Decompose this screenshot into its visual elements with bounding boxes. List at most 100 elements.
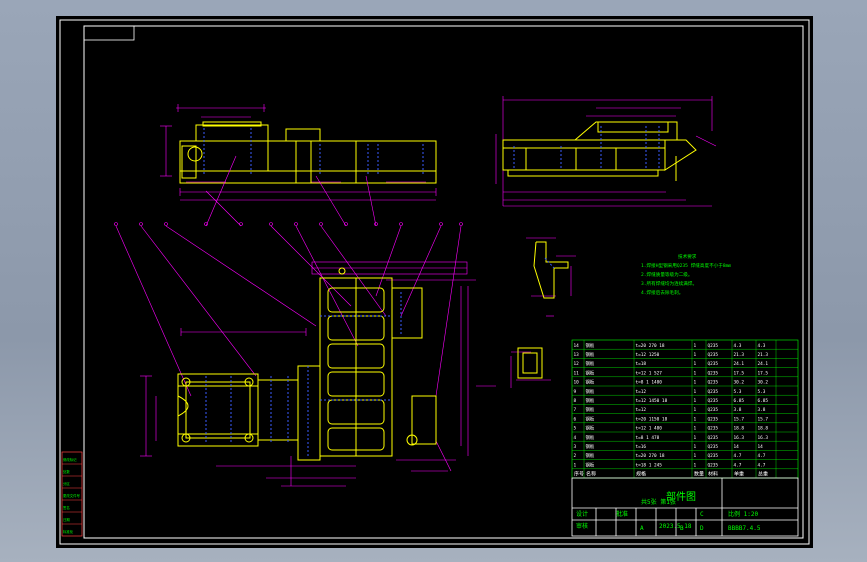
bom-cell: Q235 [708, 380, 719, 386]
strip-label: 标准化 [63, 529, 74, 534]
corner-box [83, 25, 135, 41]
bom-cell: 5.3 [758, 389, 766, 395]
bom-cell: 18.8 [734, 426, 745, 432]
bom-cell: 钢板 [586, 342, 595, 349]
bom-cell: 钢板 [586, 461, 595, 468]
bom-cell: 1 [694, 407, 697, 413]
date-label: 2023.5.18 [659, 523, 692, 530]
strip-label: 分区 [63, 481, 70, 486]
bom-cell: 1 [694, 380, 697, 386]
outer-frame [59, 19, 810, 545]
bom-cell: 30.2 [758, 380, 769, 386]
bom-cell: 钢板 [586, 406, 595, 413]
bom-cell: t=18 [636, 361, 647, 367]
bom-cell: t=20 1150 18 [636, 416, 668, 422]
bom-cell: Q235 [708, 416, 719, 422]
cad-viewport[interactable]: 修改标记处数分区更改文件号签名日期标准化 [56, 16, 813, 548]
plan-view [140, 261, 496, 487]
bom-cell: 24.1 [734, 361, 745, 367]
bom-cell: 钢板 [586, 452, 595, 459]
mark-d: D [700, 525, 704, 532]
bom-cell: Q235 [708, 453, 719, 459]
bom-cell: 17.5 [734, 370, 745, 376]
bom-cell: 3 [574, 444, 577, 450]
bom-cell: 1 [694, 416, 697, 422]
bom-cell: Q235 [708, 361, 719, 367]
bom-header-cell: 名称 [586, 471, 596, 478]
strip-label: 更改文件号 [63, 493, 81, 498]
bom-cell: t=12 1450 18 [636, 398, 668, 404]
bom-cell: 1 [694, 426, 697, 432]
bom-cell: 1 [694, 343, 697, 349]
bom-cell: 钢板 [586, 425, 595, 432]
bom-cell: 16.3 [758, 435, 769, 441]
bom-cell: t=12 [636, 407, 647, 413]
bom-cell: 2 [574, 453, 577, 459]
sheet-label: 共5张 第1张 [641, 498, 676, 506]
bom-header-cell: 序号 [574, 471, 584, 478]
bom-cell: 4.7 [734, 462, 742, 468]
bom-header-cell: 材料 [708, 471, 718, 478]
bom-cell: 1 [574, 462, 577, 468]
bom-cell: 5 [574, 426, 577, 432]
scale-label: 比例 1:20 [728, 510, 758, 518]
bom-cell: 钢板 [586, 415, 595, 422]
note-line: 2.焊缝质量等级为二级。 [641, 271, 692, 278]
note-line: 1.焊接H型钢采用Q235 焊缝高度不小于8mm [641, 262, 731, 269]
bom-cell: 6.85 [734, 398, 745, 404]
bom-cell: t=18 1 245 [636, 462, 663, 468]
mark-c: C [700, 511, 704, 518]
note-line: 3.所有焊缝均为连续满焊。 [641, 280, 697, 287]
bom-cell: t=12 1 480 [636, 426, 663, 432]
bom-cell: 15.7 [734, 416, 745, 422]
bom-cell: Q235 [708, 444, 719, 450]
bom-cell: 3.8 [758, 407, 766, 413]
drawing-title: 部件图 [666, 490, 696, 503]
bom-cell: 8 [574, 398, 577, 404]
bom-cell: 1 [694, 389, 697, 395]
bom-cell: 4.7 [758, 453, 766, 459]
note-line: 技术要求 [678, 253, 697, 260]
strip-label: 签名 [63, 505, 70, 510]
bom-cell: 21.3 [758, 352, 769, 358]
bom-cell: Q235 [708, 462, 719, 468]
bom-cell: Q235 [708, 370, 719, 376]
bom-cell: 7 [574, 407, 577, 413]
technical-notes: 技术要求 1.焊接H型钢采用Q235 焊缝高度不小于8mm 2.焊缝质量等级为二级。… [641, 253, 731, 296]
strip-label: 日期 [63, 517, 70, 522]
bom-cell: 11 [574, 370, 580, 376]
title-block: 部件图 比例 1:20 BBBB7.4.5 设计 审核 批准 共5张 第1张 2… [571, 477, 799, 537]
bom-cell: t=12 [636, 389, 647, 395]
bom-cell: Q235 [708, 407, 719, 413]
bom-cell: t=12 1 527 [636, 370, 663, 376]
bom-cell: 10 [574, 380, 580, 386]
bom-cell: 钢板 [586, 397, 595, 404]
bom-cell: 1 [694, 398, 697, 404]
bom-cell: 3.8 [734, 407, 742, 413]
bom-cell: t=20 270 18 [636, 453, 665, 459]
bom-cell: 4.7 [758, 462, 766, 468]
bom-cell: Q235 [708, 426, 719, 432]
bom-cell: 14 [734, 444, 740, 450]
leader-lines [114, 155, 463, 397]
bom-header-cell: 规格 [636, 471, 646, 478]
bom-cell: Q235 [708, 352, 719, 358]
bom-cell: 21.3 [734, 352, 745, 358]
strip-label: 修改标记 [63, 457, 77, 462]
note-line: 4.焊接后去除毛刺。 [641, 289, 683, 296]
bom-cell: 16.3 [734, 435, 745, 441]
bom-cell: t=12 1250 [636, 352, 660, 358]
bom-cell: 1 [694, 453, 697, 459]
mark-a: A [640, 525, 644, 532]
bom-cell: 30.2 [734, 380, 745, 386]
design-label: 设计 [576, 510, 588, 518]
bom-header-cell: 总重 [758, 471, 768, 478]
bom-cell: 钢板 [586, 434, 595, 441]
bom-header-cell: 单重 [734, 471, 744, 478]
inner-frame [83, 25, 804, 539]
bom-cell: Q235 [708, 398, 719, 404]
bom-cell: t=20 270 18 [636, 343, 665, 349]
